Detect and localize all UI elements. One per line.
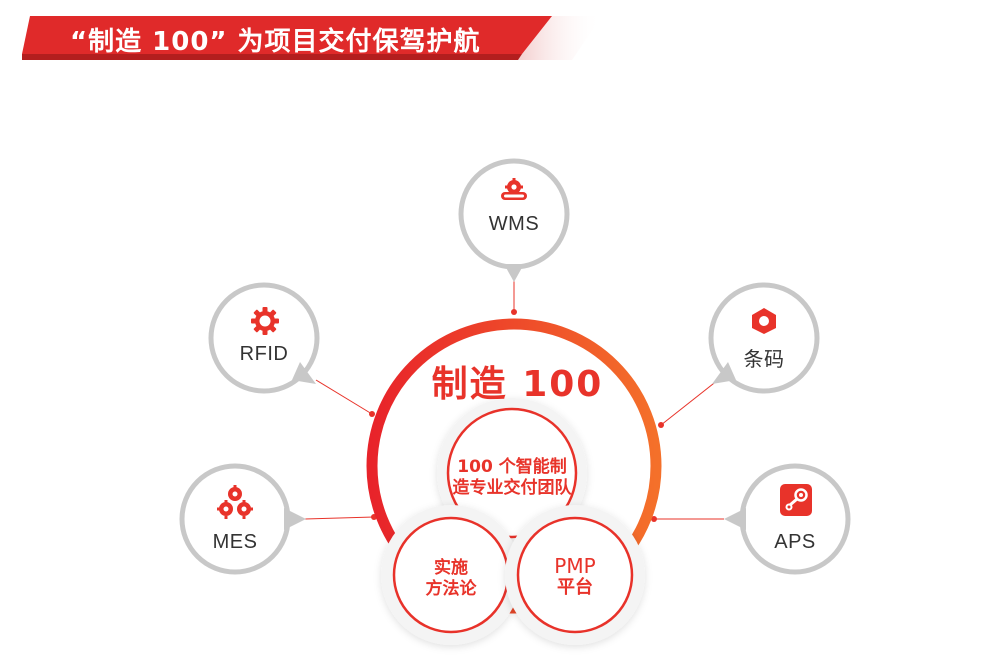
connector-lines (304, 280, 724, 520)
steam-logo-icon (780, 484, 812, 516)
method-line-2: 方法论 (425, 579, 477, 599)
connector-rfid (315, 379, 373, 415)
banner-shape (22, 16, 602, 60)
node-wms (458, 158, 570, 282)
inner-circle-method (381, 505, 521, 645)
gears-cluster-icon (217, 485, 253, 519)
gear-icon (250, 306, 280, 336)
conveyor-gear-icon (499, 178, 529, 202)
team-line-1: 100 个智能制 (457, 457, 567, 477)
method-line-1: 实施 (434, 558, 468, 578)
connector-barcode (660, 379, 719, 426)
platform-line-2: 平台 (557, 577, 593, 598)
node-label-mes: MES (212, 531, 258, 553)
connector-dots (369, 309, 664, 522)
platform-text: PMP 平台 (530, 554, 620, 599)
header-banner: “制造 100” 为项目交付保驾护航 (22, 14, 602, 64)
node-label-wms: WMS (488, 213, 540, 235)
node-label-rfid: RFID (239, 343, 289, 365)
node-aps (724, 463, 851, 575)
team-text: 100 个智能制 造专业交付团队 (449, 457, 575, 499)
center-title: 制造 100 (431, 364, 604, 405)
hex-nut-icon (750, 307, 778, 335)
platform-line-1: PMP (554, 554, 596, 578)
node-mes (179, 463, 306, 575)
node-label-barcode: 条码 (743, 349, 785, 371)
method-text: 实施 方法论 (406, 558, 496, 600)
team-line-2: 造专业交付团队 (452, 478, 572, 498)
node-barcode (708, 282, 820, 394)
connector-mes (304, 516, 375, 520)
banner-title: “制造 100” 为项目交付保驾护航 (70, 27, 481, 57)
node-label-aps: APS (774, 531, 816, 553)
inner-circle-platform (505, 505, 645, 645)
node-rfid (208, 282, 320, 394)
